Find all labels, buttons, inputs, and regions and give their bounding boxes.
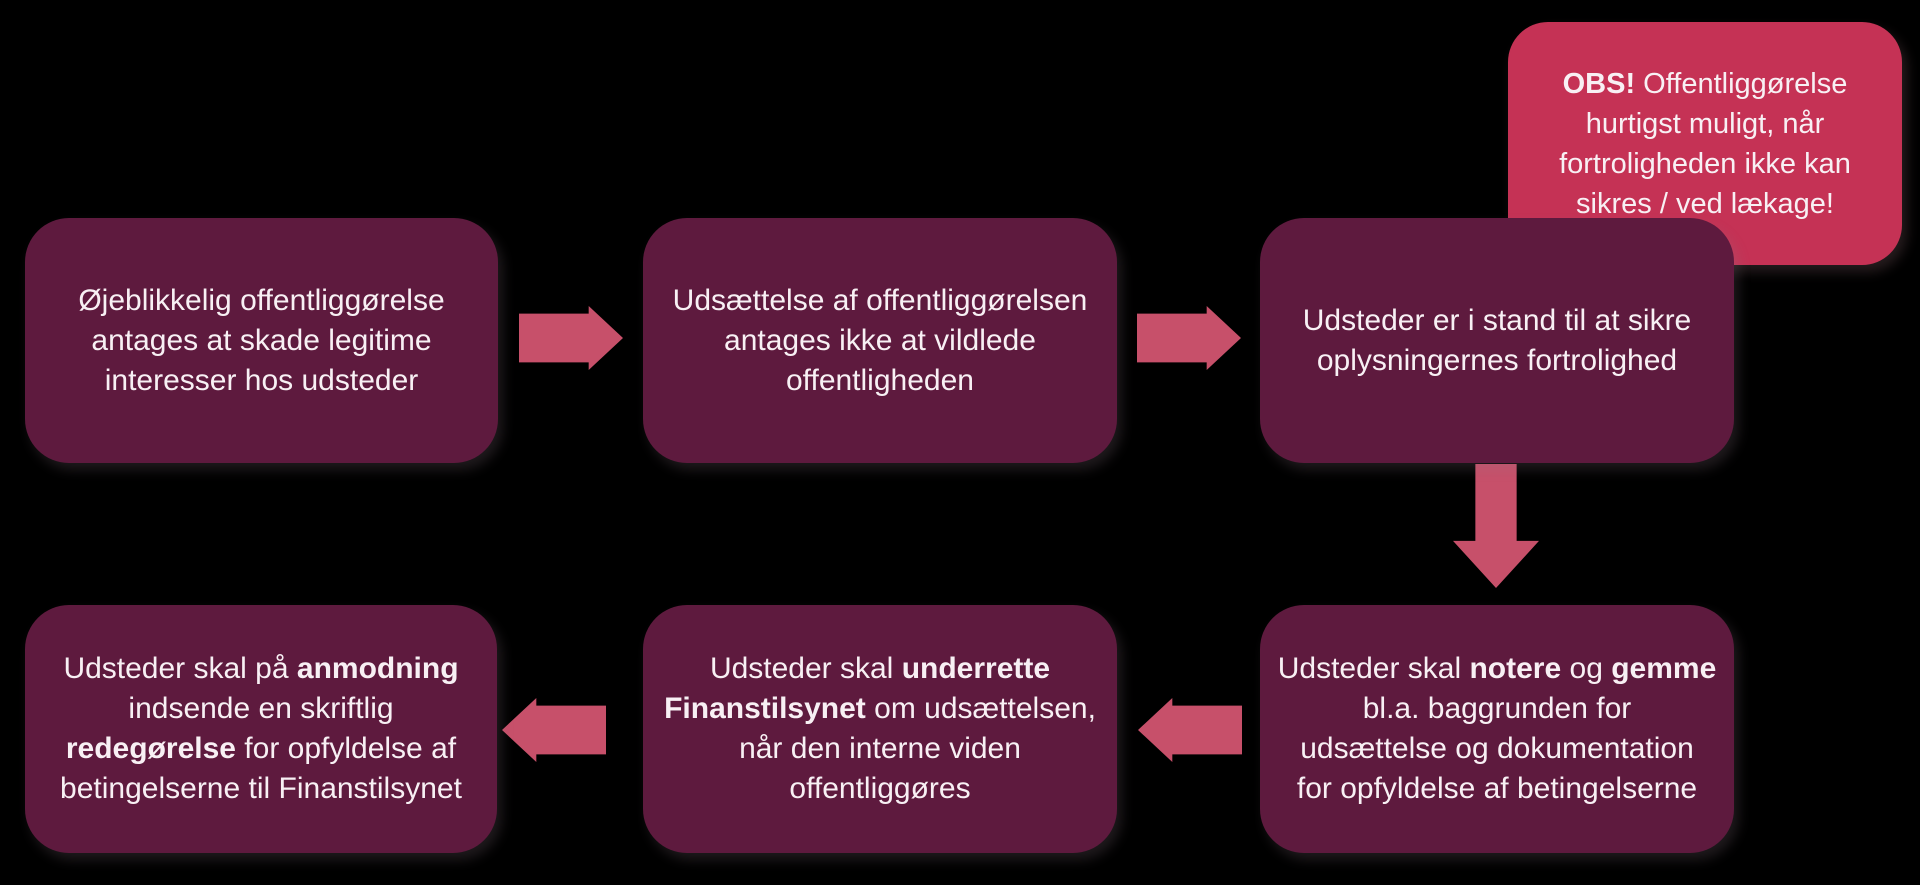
arrow-step5-to-step6-icon [502,698,606,762]
obs-callout-text: OBS! Offentliggørelse hurtigst muligt, n… [1559,67,1851,220]
step-4-box: Udsteder skal notere og gemme bl.a. bagg… [1260,605,1734,853]
step-1-box: Øjeblikkelig offentliggørelse antages at… [25,218,498,463]
step-6-text: Udsteder skal på anmodning indsende en s… [60,652,462,805]
arrow-step3-to-step4-icon [1453,464,1539,588]
step-1-text: Øjeblikkelig offentliggørelse antages at… [78,283,445,397]
step-4-text: Udsteder skal notere og gemme bl.a. bagg… [1277,652,1717,805]
arrow-step1-to-step2-icon [519,306,623,370]
step-3-box: Udsteder er i stand til at sikre oplysni… [1260,218,1734,463]
step-5-box: Udsteder skal underrette Finanstilsynet … [643,605,1117,853]
step-2-box: Udsættelse af offentliggørelsen antages … [643,218,1117,463]
step-6-box: Udsteder skal på anmodning indsende en s… [25,605,497,853]
arrow-step4-to-step5-icon [1138,698,1242,762]
step-2-text: Udsættelse af offentliggørelsen antages … [672,283,1088,397]
step-5-text: Udsteder skal underrette Finanstilsynet … [664,652,1096,805]
step-3-text: Udsteder er i stand til at sikre oplysni… [1302,303,1692,377]
arrow-step2-to-step3-icon [1137,306,1241,370]
